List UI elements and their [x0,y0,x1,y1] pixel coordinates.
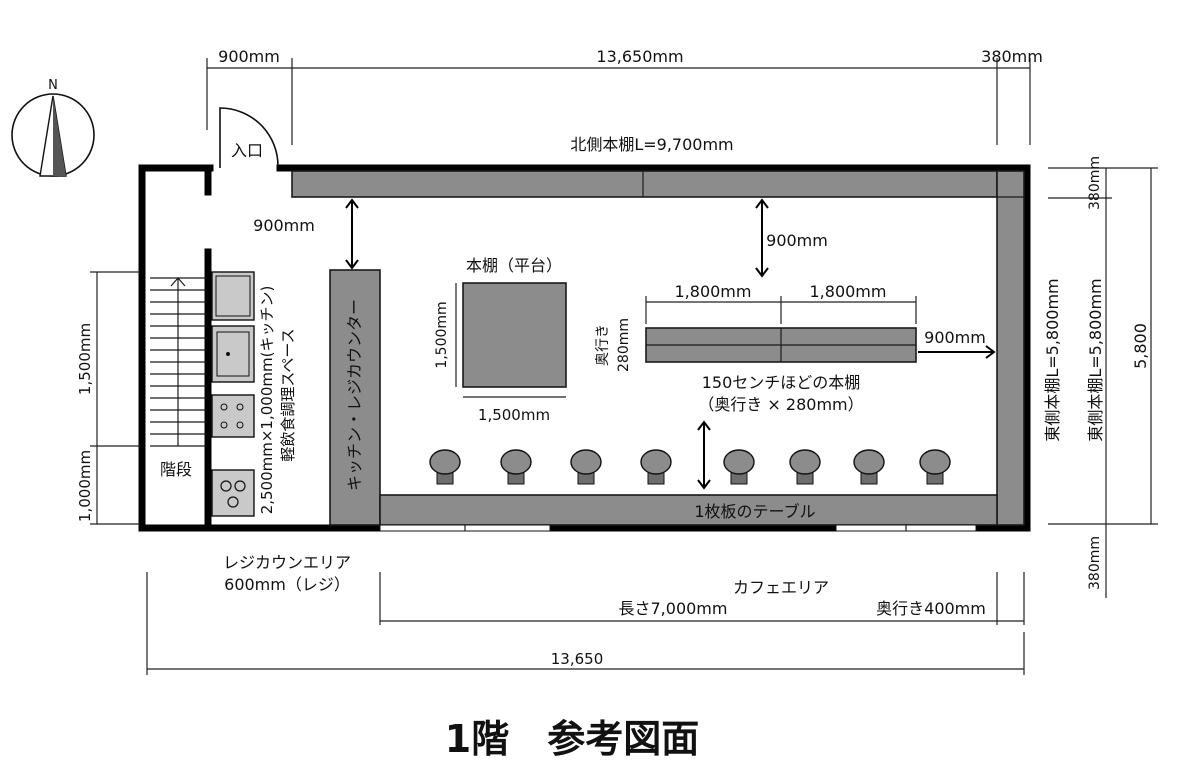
cafe-area-label: カフェエリア [733,578,829,597]
aisle-arrow-east [918,345,996,359]
aisle-arrow-entrance [345,198,359,270]
flat-shelf-label: 本棚（平台） [466,256,562,275]
kitchen-register-counter [329,269,381,526]
shelf-150-depth: （奥行き × 280mm） [698,395,863,414]
register-area-label: レジカウンエリア [223,553,351,572]
dim-right-total: 5,800 [1131,323,1150,369]
shelf-depth-value: 280mm [616,318,632,372]
depth-label: 奥行き400mm [876,599,986,618]
shelf-width-dims [645,296,917,324]
east-shelf-label-2: 東側本棚L=5,800mm [1086,278,1105,441]
stool [500,449,532,485]
kitchen-label: 2,500mm×1,000mm(キッチン) [258,286,276,515]
dim-right-380-top: 380mm [1087,156,1103,210]
shelf-depth-label: 奥行き [594,324,611,366]
compass-label: N [48,78,58,93]
dim-top-main: 13,650mm [596,47,683,66]
left-dimension-line [90,271,140,525]
table-label: 1枚板のテーブル [694,502,815,521]
dim-north-aisle: 900mm [766,231,828,250]
center-bookshelf [645,327,917,363]
dim-flat-width: 1,500mm [478,406,550,424]
counter-label: キッチン・レジカウンター [345,299,364,491]
east-shelf-label-1: 東側本棚L=5,800mm [1043,278,1062,441]
stool [853,449,885,485]
dim-right-380-bottom: 380mm [1087,536,1103,590]
length-label: 長さ7,000mm [619,599,728,618]
stool [429,449,461,485]
dim-entrance-aisle: 900mm [253,216,315,235]
stool [570,449,602,485]
stool [919,449,951,485]
top-dimension-line [206,58,1031,145]
entrance-label: 入口 [231,141,263,160]
east-shelf [996,170,1025,526]
flat-bookshelf [462,282,567,388]
dim-shelf-b: 1,800mm [810,282,887,301]
staircase [150,277,206,447]
dim-east-aisle: 900mm [924,328,986,347]
stool [723,449,755,485]
right-dimension-lines [1048,167,1158,598]
aisle-arrow-north [755,198,769,278]
north-compass-icon: N [11,78,95,177]
dim-flat-height: 1,500mm [434,301,450,368]
register-area-size: 600mm（レジ） [224,575,350,594]
dim-left-1500: 1,500mm [76,323,94,395]
stairs-label: 階段 [160,460,192,479]
long-table [379,494,998,526]
flat-shelf-dim-lines [455,283,566,398]
kitchen-space-label: 軽飲食調理スペース [279,328,297,461]
kitchen-equipment [211,271,255,517]
entrance-door [219,107,279,168]
dim-left-1000: 1,000mm [76,450,94,522]
dim-shelf-a: 1,800mm [675,282,752,301]
shelf-150-label: 150センチほどの本棚 [702,373,861,392]
aisle-arrow-table [697,420,711,490]
north-shelf-label: 北側本棚L=9,700mm [570,135,733,154]
south-windows [379,524,977,532]
dim-top-left: 900mm [218,47,280,66]
dim-top-right: 380mm [981,47,1043,66]
dim-bottom-total: 13,650 [551,650,604,668]
stool [789,449,821,485]
stool [640,449,672,485]
plan-title: 1階 参考図面 [445,717,699,761]
bottom-dimension-lines [146,572,1025,675]
north-shelf [291,170,998,198]
stools [429,449,951,485]
